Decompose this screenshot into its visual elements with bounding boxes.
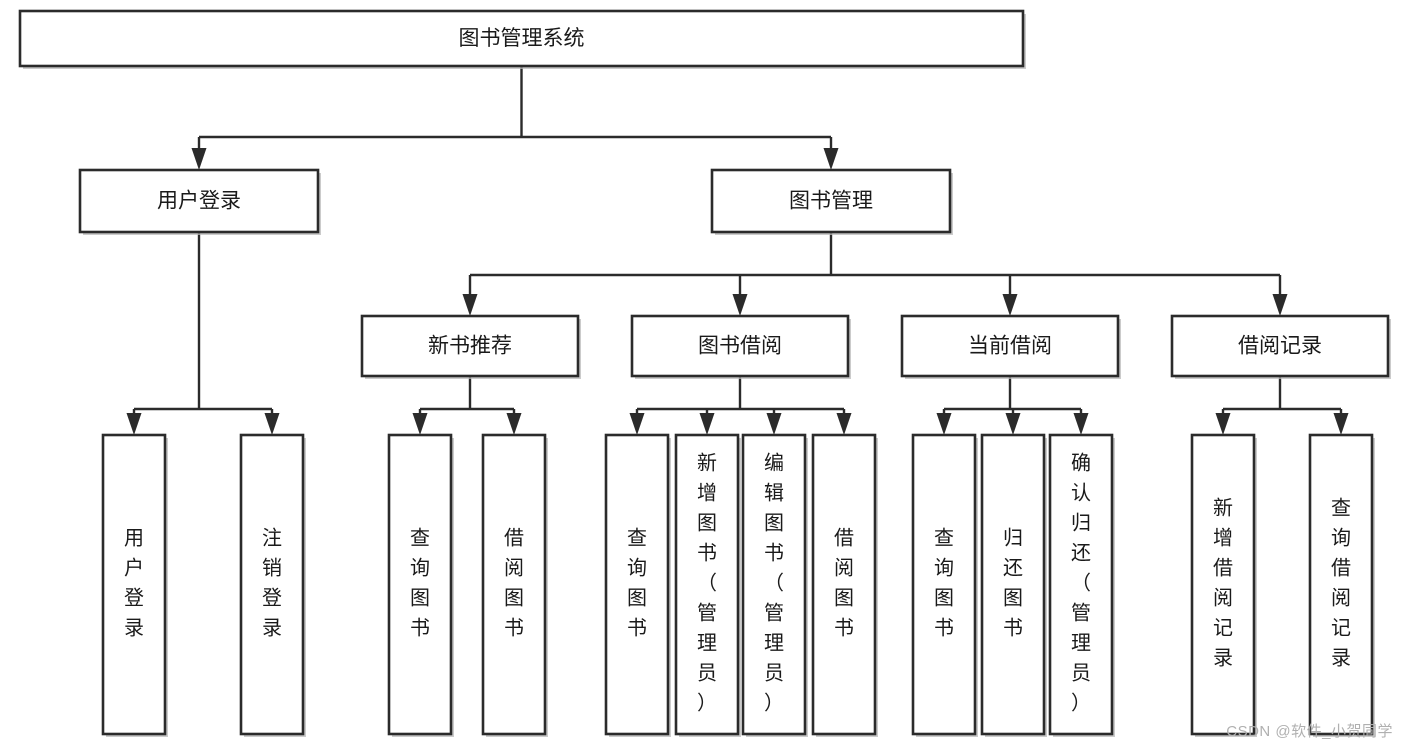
node-box — [360, 314, 580, 378]
node-book-borrow[interactable]: 图书借阅 — [630, 314, 851, 379]
node-box — [900, 314, 1120, 378]
node-label: 查询图书 — [934, 527, 954, 640]
node-box — [1190, 433, 1256, 736]
node-label: 图书管理系统 — [459, 27, 585, 50]
edge-layer — [126, 66, 1349, 435]
node-box — [18, 9, 1025, 68]
node-box — [78, 168, 320, 234]
node-box — [674, 433, 740, 736]
node-box — [911, 433, 977, 736]
node-box — [604, 433, 670, 736]
node-box — [630, 314, 850, 378]
node-leaf-confirm-return[interactable]: 确认归还（管理员） — [1048, 433, 1115, 737]
node-leaf-user-login[interactable]: 用户登录 — [101, 433, 168, 737]
node-label: 确认归还（管理员） — [1071, 452, 1091, 715]
node-box — [1308, 433, 1374, 736]
node-label: 借阅图书 — [504, 527, 524, 640]
node-root[interactable]: 图书管理系统 — [18, 9, 1026, 69]
node-label: 图书借阅 — [698, 335, 782, 358]
node-label: 用户登录 — [157, 190, 241, 213]
node-box — [741, 433, 807, 736]
node-new-book-rec[interactable]: 新书推荐 — [360, 314, 581, 379]
node-leaf-borrow-book-2[interactable]: 借阅图书 — [811, 433, 878, 737]
node-leaf-query-book-2[interactable]: 查询图书 — [604, 433, 671, 737]
node-leaf-add-record[interactable]: 新增借阅记录 — [1190, 433, 1257, 737]
node-box — [387, 433, 453, 736]
node-box — [1170, 314, 1390, 378]
node-box — [980, 433, 1046, 736]
node-leaf-query-book-1[interactable]: 查询图书 — [387, 433, 454, 737]
connector-book_borrow — [629, 376, 852, 435]
node-label: 注销登录 — [262, 527, 282, 640]
node-layer: 图书管理系统用户登录图书管理新书推荐图书借阅当前借阅借阅记录用户登录注销登录查询… — [18, 9, 1391, 737]
connector-user_login — [126, 232, 280, 435]
connector-root — [191, 66, 839, 170]
connector-current_borrow — [936, 376, 1089, 435]
node-label: 借阅记录 — [1238, 335, 1322, 358]
node-label: 新增借阅记录 — [1213, 497, 1233, 670]
node-leaf-query-record[interactable]: 查询借阅记录 — [1308, 433, 1375, 737]
connector-book_manage — [462, 232, 1288, 316]
connector-new_book_rec — [412, 376, 522, 435]
node-box — [1048, 433, 1114, 736]
node-leaf-edit-book[interactable]: 编辑图书（管理员） — [741, 433, 808, 737]
node-label: 当前借阅 — [968, 335, 1052, 358]
node-label: 查询借阅记录 — [1331, 497, 1351, 670]
connector-borrow_record — [1215, 376, 1349, 435]
node-box — [710, 168, 952, 234]
node-label: 图书管理 — [789, 190, 873, 213]
node-box — [481, 433, 547, 736]
node-book-manage[interactable]: 图书管理 — [710, 168, 953, 235]
watermark-text: CSDN @软件_小贺同学 — [1226, 723, 1393, 740]
node-leaf-query-book-3[interactable]: 查询图书 — [911, 433, 978, 737]
node-leaf-logout[interactable]: 注销登录 — [239, 433, 306, 737]
node-box — [811, 433, 877, 736]
node-leaf-add-book[interactable]: 新增图书（管理员） — [674, 433, 741, 737]
node-label: 归还图书 — [1003, 527, 1023, 640]
node-leaf-return-book[interactable]: 归还图书 — [980, 433, 1047, 737]
node-borrow-record[interactable]: 借阅记录 — [1170, 314, 1391, 379]
node-label: 新增图书（管理员） — [697, 452, 717, 715]
node-leaf-borrow-book-1[interactable]: 借阅图书 — [481, 433, 548, 737]
node-label: 查询图书 — [627, 527, 647, 640]
node-user-login[interactable]: 用户登录 — [78, 168, 321, 235]
node-label: 新书推荐 — [428, 335, 512, 358]
node-box — [101, 433, 167, 736]
node-label: 编辑图书（管理员） — [764, 452, 784, 715]
node-current-borrow[interactable]: 当前借阅 — [900, 314, 1121, 379]
node-label: 借阅图书 — [834, 527, 854, 640]
node-label: 查询图书 — [410, 527, 430, 640]
node-box — [239, 433, 305, 736]
node-label: 用户登录 — [124, 528, 144, 640]
